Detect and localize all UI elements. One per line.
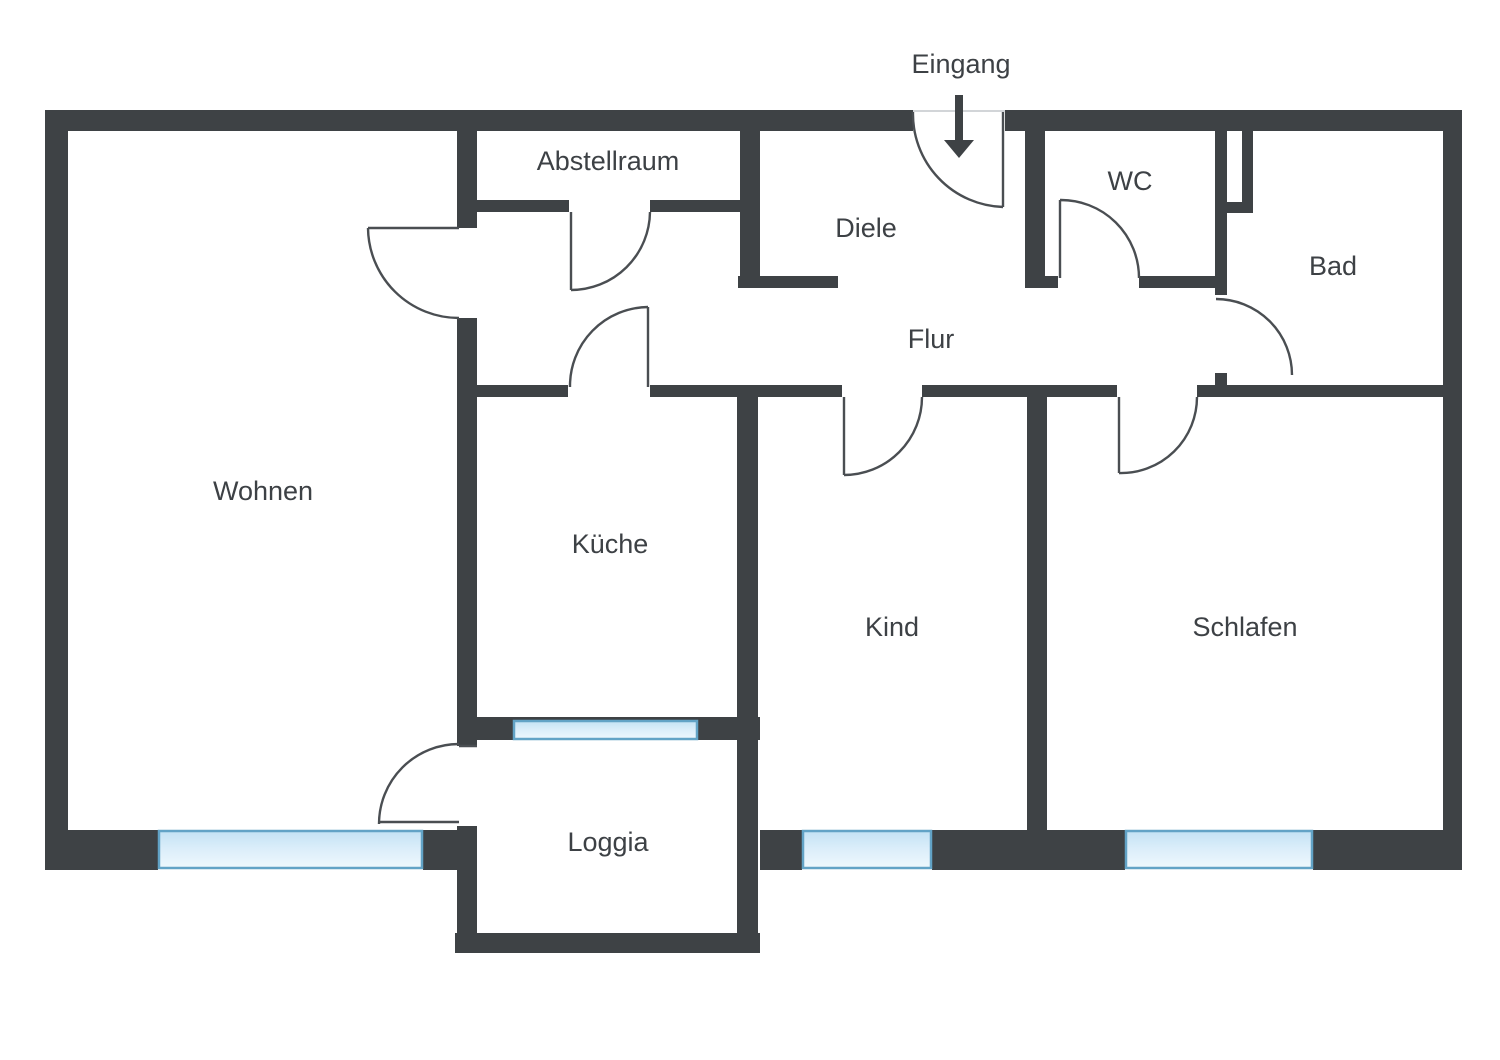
walls: [45, 110, 1462, 953]
door-bad: [1215, 297, 1294, 376]
wall-wohnen-right-top: [457, 110, 477, 228]
label-eingang: Eingang: [911, 49, 1010, 79]
label-kind: Kind: [865, 612, 919, 642]
wall-loggia-left: [457, 826, 477, 953]
label-diele: Diele: [835, 213, 897, 243]
wall-wc-bottom-right: [1139, 276, 1227, 288]
entrance-arrow-icon: [944, 95, 974, 158]
wall-bottom-3: [760, 830, 802, 870]
wall-abstellraum-bottom-left: [457, 200, 569, 212]
door-wc: [1058, 198, 1141, 279]
door-entrance: [911, 111, 1005, 209]
wall-bottom-5: [1313, 830, 1443, 870]
wall-abstellraum-diele: [740, 110, 760, 288]
wall-wohnen-right-mid: [457, 318, 477, 746]
wall-flur-south-1: [457, 385, 568, 397]
door-loggia: [377, 742, 477, 825]
wall-top-left-of-entrance: [45, 110, 913, 131]
window-kueche-loggia: [512, 719, 699, 741]
label-flur: Flur: [908, 324, 955, 354]
entrance-arrow-shaft: [955, 95, 963, 142]
wall-bad-door-stub: [1215, 373, 1227, 385]
room-labels: Eingang Abstellraum Diele WC Bad Flur Wo…: [213, 49, 1357, 857]
wall-kind-schlafen: [1027, 385, 1047, 830]
wall-outer-right: [1443, 110, 1462, 870]
label-wc: WC: [1108, 166, 1153, 196]
entrance-arrow-head: [944, 140, 974, 158]
window-wohnen: [157, 829, 424, 870]
label-schlafen: Schlafen: [1192, 612, 1297, 642]
door-kind: [842, 396, 924, 477]
wall-abstellraum-bottom-right: [650, 200, 758, 212]
label-wohnen: Wohnen: [213, 476, 313, 506]
wall-diele-bottom: [738, 276, 838, 288]
wall-flur-south-4: [1197, 385, 1443, 397]
label-abstellraum: Abstellraum: [537, 146, 680, 176]
label-loggia: Loggia: [567, 827, 649, 857]
door-kueche: [568, 305, 650, 388]
wall-loggia-bottom: [455, 933, 760, 953]
wall-bottom-2: [423, 830, 457, 870]
door-abstellraum: [569, 211, 652, 292]
wall-bottom-1: [68, 830, 158, 870]
wall-outer-left: [45, 110, 68, 870]
wall-wc-left: [1025, 110, 1045, 288]
window-schlafen: [1124, 829, 1314, 870]
label-bad: Bad: [1309, 251, 1357, 281]
wall-shaft-right: [1242, 131, 1253, 202]
door-wohnen: [366, 226, 460, 320]
wall-flur-south-3: [922, 385, 1117, 397]
wall-bottom-4: [932, 830, 1125, 870]
wall-top-right-of-entrance: [1005, 110, 1462, 131]
window-kind: [801, 829, 933, 870]
label-kueche: Küche: [572, 529, 649, 559]
wall-shaft-bottom: [1227, 202, 1253, 213]
windows: [157, 719, 1314, 870]
door-schlafen: [1117, 396, 1199, 475]
wall-wc-right: [1215, 131, 1227, 295]
wall-kueche-kind: [737, 387, 758, 740]
